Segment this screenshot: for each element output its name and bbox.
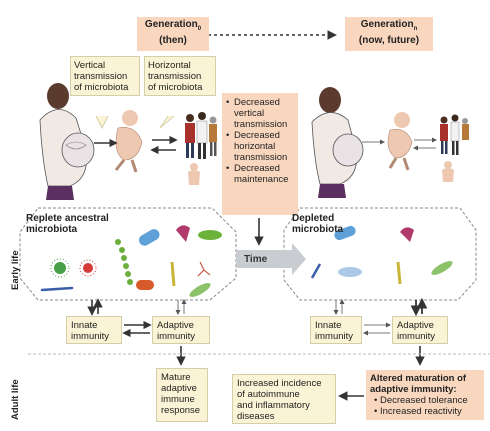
adaptive-left-line2: immunity <box>157 331 196 342</box>
baby-left-icon <box>114 110 143 173</box>
depleted-panel <box>283 207 477 301</box>
decreased-item: Decreased horizontal transmission <box>226 130 294 163</box>
family-left-icon <box>185 112 217 185</box>
generation-now-word: Generation <box>360 19 414 30</box>
decreased-item: Decreased maintenance <box>226 163 294 185</box>
generation-then-word: Generation <box>144 19 198 30</box>
generation-now-sub: n <box>413 26 418 32</box>
pregnant-mother-right-icon <box>311 87 364 198</box>
mature-line4: response <box>161 405 201 416</box>
vertical-line1: Vertical <box>74 60 106 71</box>
altered-title2: adaptive immunity: <box>370 384 457 395</box>
adaptive-right-line1: Adaptive <box>397 320 434 331</box>
decreased-item-2-l1: Decreased <box>234 130 280 141</box>
adult-life-label: Adult life <box>10 379 21 420</box>
time-label: Time <box>244 254 268 265</box>
altered-bullet1: Decreased tolerance <box>379 395 468 406</box>
decreased-item-2-l3: transmission <box>234 152 288 163</box>
altered-bullet2-row: • Increased reactivity <box>374 406 462 417</box>
horizontal-line3: of microbiota <box>148 82 203 93</box>
replete-panel <box>19 207 237 301</box>
mature-line3: immune <box>161 394 195 405</box>
innate-immunity-right-box: Innate immunity <box>310 316 362 344</box>
mature-line1: Mature <box>161 372 191 383</box>
innate-left-line2: immunity <box>71 331 110 342</box>
replete-line1: Replete ancestral <box>26 213 109 224</box>
time-arrow <box>236 243 306 275</box>
decreased-item-2-l2: horizontal <box>234 141 276 152</box>
depleted-title: Depleted microbiota <box>292 213 343 235</box>
generation-now-line2: (now, future) <box>358 35 420 46</box>
depleted-line2: microbiota <box>292 224 344 235</box>
decreased-factors-box: Decreased vertical transmission Decrease… <box>222 93 298 215</box>
pregnant-mother-left-icon <box>39 83 95 200</box>
increased-line4: diseases <box>237 411 275 422</box>
mature-line2: adaptive <box>161 383 197 394</box>
vertical-line3: of microbiota <box>74 82 129 93</box>
decreased-item-1-l1: Decreased <box>234 97 280 108</box>
altered-maturation-box: Altered maturation of adaptive immunity:… <box>366 370 484 420</box>
altered-bullet2: Increased reactivity <box>379 406 462 417</box>
generation-then-line2: (then) <box>159 35 187 46</box>
horizontal-transmission-box: Horizontal transmission of microbiota <box>144 56 216 96</box>
mature-response-box: Mature adaptive immune response <box>156 368 208 422</box>
increased-line1: Increased incidence <box>237 378 322 389</box>
generation-now-box: Generationn (now, future) <box>345 17 433 51</box>
adaptive-immunity-right-box: Adaptive immunity <box>392 316 448 344</box>
decreased-item: Decreased vertical transmission <box>226 97 294 130</box>
generation-then-sub: 0 <box>197 26 202 32</box>
replete-line2: microbiota <box>26 224 78 235</box>
increased-incidence-box: Increased incidence of autoimmune and in… <box>232 374 336 424</box>
adaptive-left-line1: Adaptive <box>157 320 194 331</box>
adaptive-right-line2: immunity <box>397 331 436 342</box>
early-life-label: Early life <box>10 250 21 290</box>
altered-bullet1-row: • Decreased tolerance <box>374 395 468 406</box>
innate-right-line2: immunity <box>315 331 354 342</box>
increased-line3: and inflammatory <box>237 400 310 411</box>
decreased-item-3-l2: maintenance <box>234 174 289 185</box>
vertical-transmission-box: Vertical transmission of microbiota <box>70 56 140 96</box>
innate-immunity-left-box: Innate immunity <box>66 316 122 344</box>
decreased-item-3-l1: Decreased <box>234 163 280 174</box>
baby-right-icon <box>387 112 413 171</box>
decreased-item-1-l2: vertical <box>234 108 265 119</box>
horizontal-line1: Horizontal <box>148 60 191 71</box>
altered-title1: Altered maturation of <box>370 373 467 384</box>
adaptive-immunity-left-box: Adaptive immunity <box>152 316 210 344</box>
replete-microbes-icon <box>40 225 222 297</box>
vertical-line2: transmission <box>74 71 128 82</box>
family-right-icon <box>440 114 469 182</box>
replete-title: Replete ancestral microbiota <box>26 213 109 235</box>
depleted-microbes-icon <box>310 225 453 285</box>
decreased-item-1-l3: transmission <box>234 119 288 130</box>
innate-right-line1: Innate <box>315 320 342 331</box>
depleted-line1: Depleted <box>292 213 335 224</box>
generation-then-box: Generation0 (then) <box>137 17 209 51</box>
horizontal-line2: transmission <box>148 71 202 82</box>
innate-left-line1: Innate <box>71 320 98 331</box>
increased-line2: of autoimmune <box>237 389 300 400</box>
